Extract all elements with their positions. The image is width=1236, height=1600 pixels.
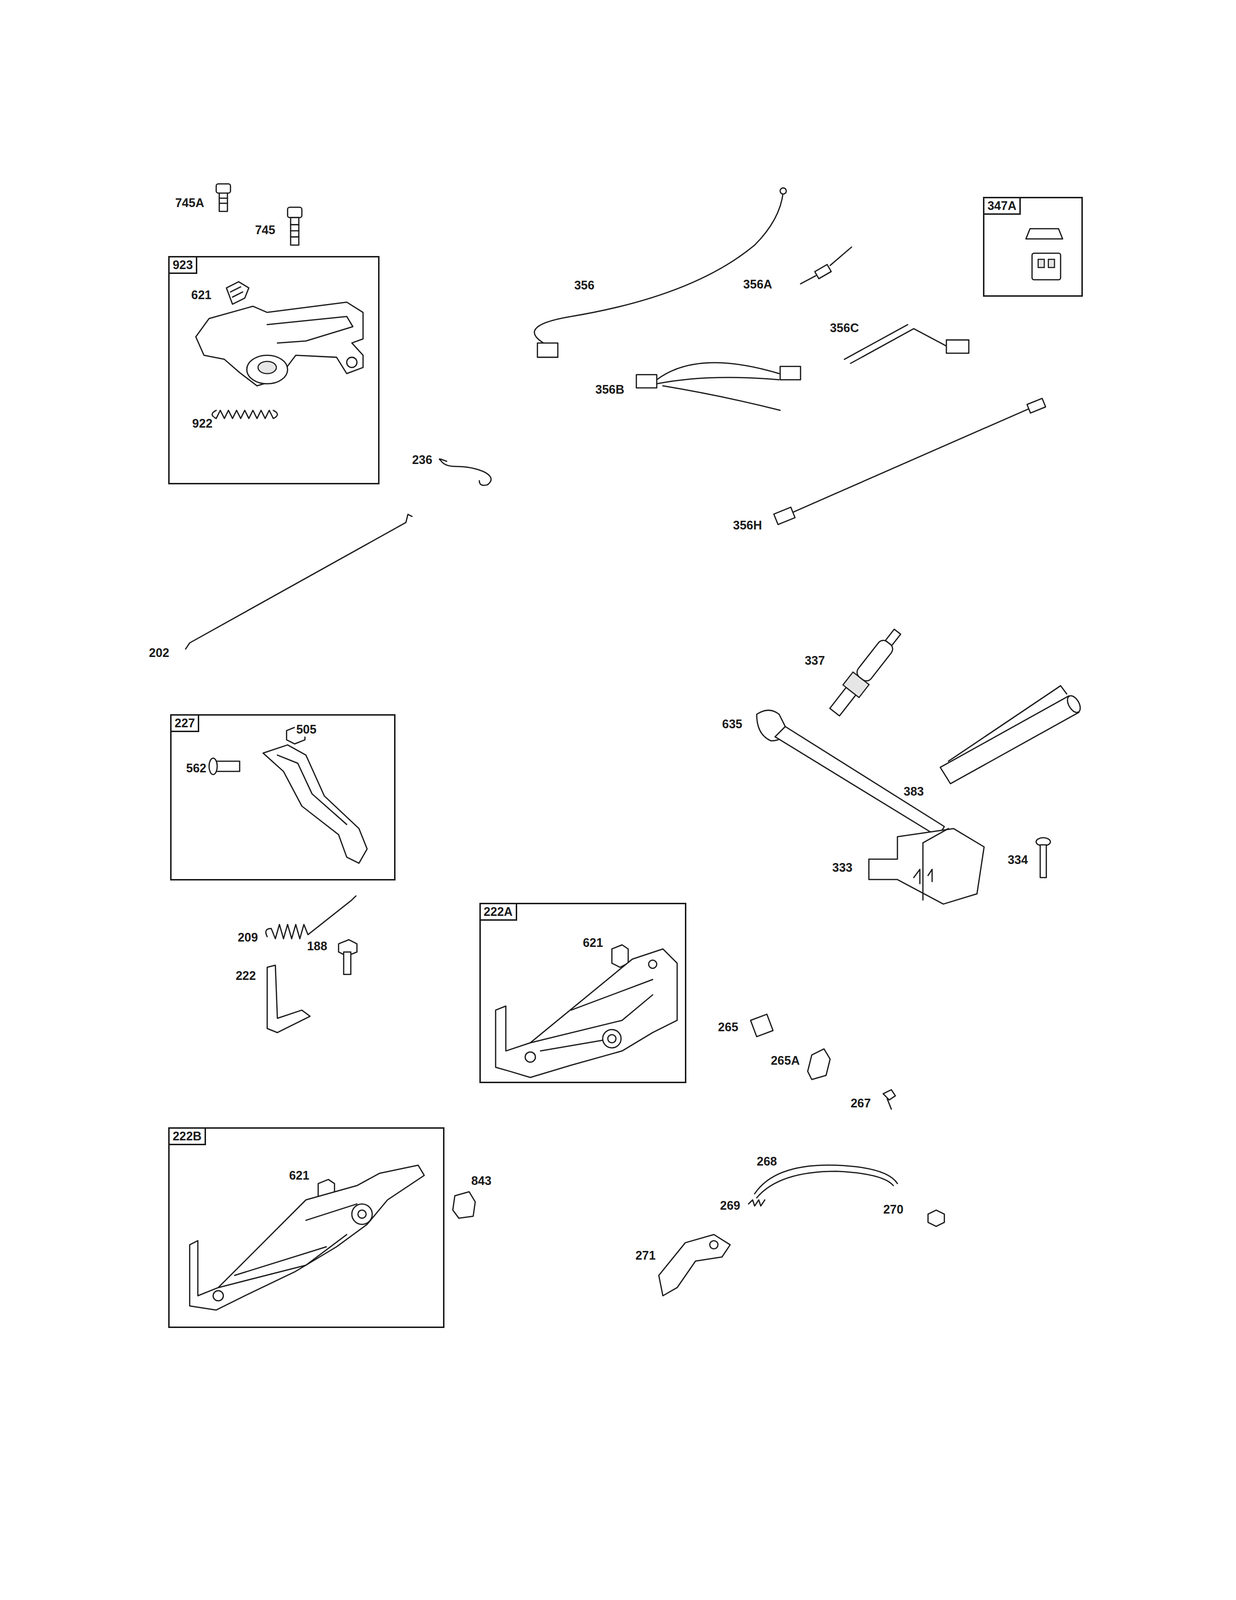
callout-number: 265	[716, 1020, 740, 1034]
group-number: 923	[169, 257, 198, 274]
part-group-box: 347A	[982, 196, 1083, 297]
callout-number: 334	[1006, 853, 1030, 867]
callout-number: 265A	[769, 1053, 802, 1068]
governor-control-illustration	[195, 281, 364, 419]
screw-illustration	[1036, 837, 1051, 878]
callout-number: 202	[147, 646, 171, 660]
callout-number: 745	[253, 223, 277, 238]
screw-illustration	[883, 1089, 896, 1110]
callout-number: 621	[581, 935, 605, 950]
part-group-box: 222B 621	[168, 1126, 445, 1328]
callout-number: 843	[469, 1174, 493, 1189]
callout-number: 922	[190, 416, 215, 431]
callout-number: 745A	[173, 196, 206, 210]
group-number: 347A	[984, 198, 1021, 215]
bracket-illustration	[267, 965, 310, 1033]
bolt-illustration	[216, 183, 231, 212]
callout-number: 356	[572, 278, 597, 293]
control-cable-illustration	[658, 1164, 945, 1296]
lever-illustration	[208, 726, 367, 864]
callout-number: 333	[830, 861, 855, 875]
callout-number: 267	[849, 1096, 873, 1111]
callout-number: 268	[755, 1155, 779, 1169]
callout-number: 236	[410, 453, 434, 467]
callout-number: 562	[184, 761, 208, 776]
control-bracket-illustration	[495, 944, 678, 1078]
callout-number: 270	[881, 1203, 905, 1217]
group-number: 222B	[169, 1128, 206, 1145]
callout-number: 209	[236, 930, 260, 945]
ignition-coil-illustration	[756, 710, 984, 904]
bolt-illustration	[287, 207, 302, 246]
callout-number: 356B	[593, 382, 626, 397]
group-number: 222A	[480, 903, 518, 921]
callout-number: 271	[633, 1248, 658, 1263]
callout-number: 621	[190, 288, 214, 302]
callout-number: 621	[287, 1168, 311, 1183]
control-bracket-illustration	[189, 1164, 476, 1310]
callout-number: 188	[305, 939, 329, 954]
callout-number: 505	[294, 722, 318, 737]
part-group-box: 227 505 562	[170, 713, 396, 881]
callout-number: 356C	[828, 321, 861, 336]
callout-number: 222	[234, 969, 258, 983]
part-group-box: 923 621 922	[168, 255, 380, 485]
wire-harness-illustration	[534, 188, 1046, 525]
bolt-illustration	[338, 939, 358, 975]
callout-number: 356A	[741, 277, 774, 292]
switch-illustration	[1026, 228, 1063, 280]
callout-number: 356H	[731, 518, 764, 533]
spark-plug-illustration	[826, 625, 906, 719]
group-number: 227	[171, 715, 200, 732]
clamp-illustration	[807, 1048, 830, 1079]
callout-number: 269	[718, 1198, 743, 1213]
callout-number: 337	[803, 654, 827, 668]
callout-number: 635	[720, 717, 745, 731]
callout-number: 383	[902, 784, 926, 799]
spring-illustration	[265, 895, 356, 939]
s-hook-illustration	[439, 459, 492, 486]
tube-illustration	[940, 685, 1083, 784]
link-rod-illustration	[185, 514, 412, 650]
clamp-illustration	[750, 1014, 774, 1037]
part-group-box: 222A 621	[479, 902, 687, 1083]
